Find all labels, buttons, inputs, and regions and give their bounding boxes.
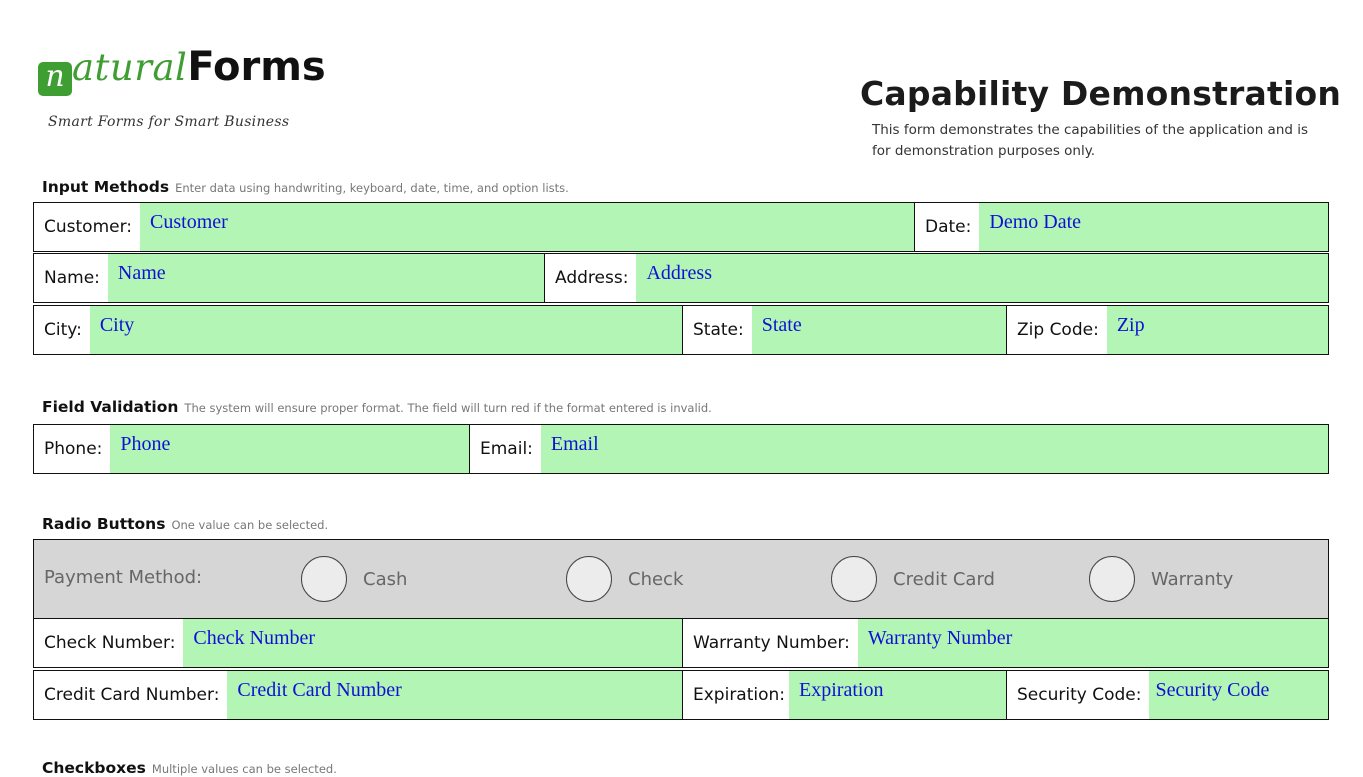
section-title: Input Methods: [42, 178, 170, 196]
radio-warranty[interactable]: Warranty: [1089, 554, 1233, 604]
date-field[interactable]: Demo Date: [979, 203, 1328, 251]
phone-label: Phone:: [34, 425, 111, 473]
name-label: Name:: [34, 254, 108, 302]
credit-card-number-field[interactable]: Credit Card Number: [227, 671, 682, 719]
security-code-field[interactable]: Security Code: [1149, 671, 1328, 719]
state-label: State:: [683, 306, 752, 354]
section-description: The system will ensure proper format. Th…: [184, 401, 712, 415]
customer-field[interactable]: Customer: [140, 203, 914, 251]
zip-field[interactable]: Zip: [1106, 306, 1328, 354]
warranty-number-field[interactable]: Warranty Number: [857, 619, 1328, 667]
customer-label: Customer:: [34, 203, 141, 251]
radio-check[interactable]: Check: [566, 554, 683, 604]
check-number-cell: Check Number: Check Number: [34, 619, 682, 667]
address-label: Address:: [545, 254, 637, 302]
credit-card-number-label: Credit Card Number:: [34, 671, 228, 719]
customer-cell: Customer: Customer: [34, 203, 914, 251]
city-label: City:: [34, 306, 90, 354]
check-number-label: Check Number:: [34, 619, 184, 667]
email-field[interactable]: Email: [540, 425, 1328, 473]
radio-label: Credit Card: [893, 568, 995, 590]
state-cell: State: State: [682, 306, 1006, 354]
city-field[interactable]: City: [89, 306, 682, 354]
address-field[interactable]: Address: [636, 254, 1328, 302]
section-header-input-methods: Input Methods Enter data using handwritin…: [42, 177, 569, 196]
page-title: Capability Demonstration: [860, 74, 1342, 113]
date-label: Date:: [915, 203, 980, 251]
section-header-radio-buttons: Radio Buttons One value can be selected.: [42, 514, 328, 533]
radio-credit-card[interactable]: Credit Card: [831, 554, 995, 604]
logo-tagline: Smart Forms for Smart Business: [48, 114, 290, 130]
radio-label: Cash: [363, 568, 408, 590]
security-code-label: Security Code:: [1007, 671, 1150, 719]
city-cell: City: City: [34, 306, 682, 354]
section-description: Enter data using handwriting, keyboard, …: [175, 181, 569, 195]
security-code-cell: Security Code: Security Code: [1006, 671, 1328, 719]
form-row-credit-card: Credit Card Number: Credit Card Number E…: [33, 670, 1329, 720]
payment-method-row: Payment Method: Cash Check Credit Card W…: [33, 539, 1329, 619]
phone-field[interactable]: Phone: [110, 425, 469, 473]
zip-label: Zip Code:: [1007, 306, 1107, 354]
warranty-number-label: Warranty Number:: [683, 619, 858, 667]
form-row-customer: Customer: Customer Date: Demo Date: [33, 202, 1329, 252]
expiration-cell: Expiration: Expiration: [682, 671, 1006, 719]
radio-label: Warranty: [1151, 568, 1234, 590]
section-header-field-validation: Field Validation The system will ensure p…: [42, 397, 712, 416]
expiration-label: Expiration:: [683, 671, 790, 719]
form-row-phone: Phone: Phone Email: Email: [33, 424, 1329, 474]
logo-letter-badge: n: [38, 62, 72, 96]
expiration-field[interactable]: Expiration: [789, 671, 1006, 719]
radio-cash[interactable]: Cash: [301, 554, 407, 604]
radio-circle-icon[interactable]: [566, 556, 612, 602]
radio-circle-icon[interactable]: [301, 556, 347, 602]
zip-cell: Zip Code: Zip: [1006, 306, 1328, 354]
payment-method-label: Payment Method:: [44, 567, 203, 588]
section-title: Field Validation: [42, 398, 179, 416]
form-row-check-number: Check Number: Check Number Warranty Numb…: [33, 618, 1329, 668]
section-title: Radio Buttons: [42, 515, 166, 533]
section-description: One value can be selected.: [171, 518, 329, 532]
page-description: This form demonstrates the capabilities …: [872, 122, 1309, 159]
form-row-city: City: City State: State Zip Code: Zip: [33, 305, 1329, 355]
section-header-checkboxes: Checkboxes Multiple values can be selecte…: [42, 758, 337, 777]
name-cell: Name: Name: [34, 254, 544, 302]
name-field[interactable]: Name: [107, 254, 544, 302]
section-title: Checkboxes: [42, 759, 146, 777]
section-description: Multiple values can be selected.: [151, 762, 337, 776]
credit-card-number-cell: Credit Card Number: Credit Card Number: [34, 671, 682, 719]
radio-circle-icon[interactable]: [831, 556, 877, 602]
address-cell: Address: Address: [544, 254, 1328, 302]
email-cell: Email: Email: [469, 425, 1328, 473]
radio-circle-icon[interactable]: [1089, 556, 1135, 602]
email-label: Email:: [470, 425, 541, 473]
phone-cell: Phone: Phone: [34, 425, 469, 473]
date-cell: Date: Demo Date: [914, 203, 1328, 251]
logo-brand: Forms: [187, 44, 326, 90]
state-field[interactable]: State: [751, 306, 1006, 354]
form-row-name: Name: Name Address: Address: [33, 253, 1329, 303]
check-number-field[interactable]: Check Number: [183, 619, 682, 667]
radio-label: Check: [628, 568, 684, 590]
logo-word: atural: [72, 46, 188, 89]
warranty-number-cell: Warranty Number: Warranty Number: [682, 619, 1328, 667]
